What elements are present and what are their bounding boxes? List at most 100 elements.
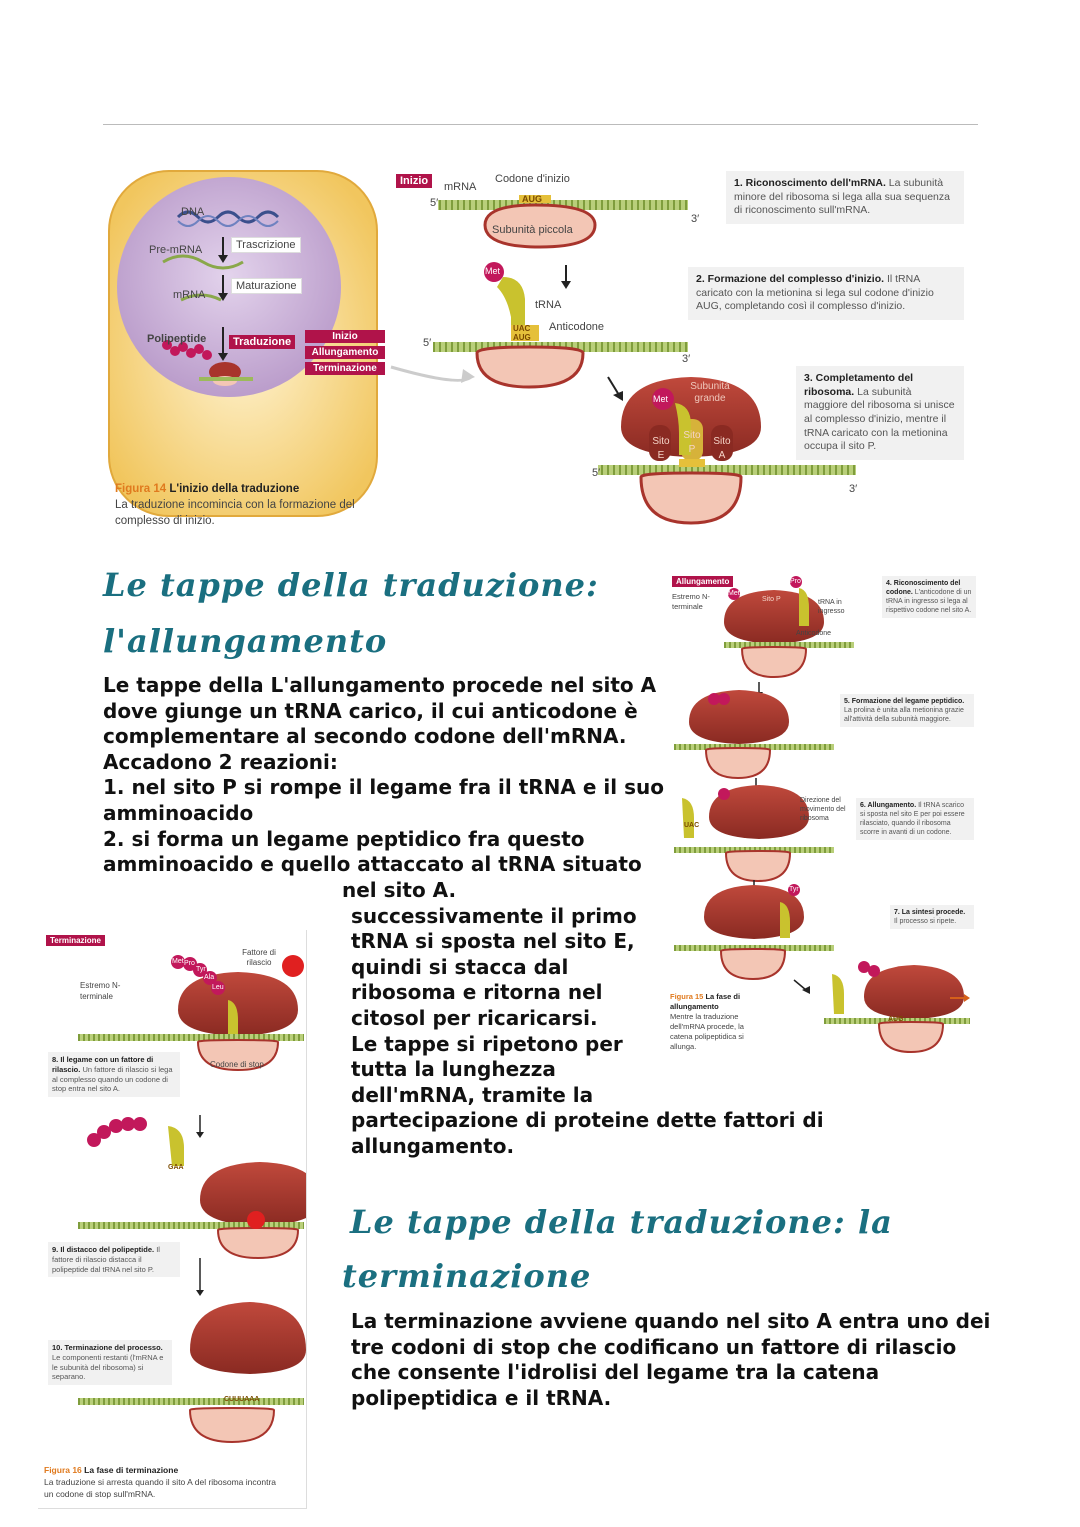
figure-16-caption: Figura 16 La fase di terminazione La tra… (44, 1464, 284, 1500)
note-3-text: La subunità maggiore del ribosoma si uni… (804, 385, 955, 453)
note-9: 9. Il distacco del polipeptide. Il fatto… (48, 1242, 180, 1278)
sito-p-label-15: Sito P (762, 596, 781, 603)
top-rule (103, 124, 978, 125)
ala-label-16: Ala (204, 974, 215, 981)
body-line: successivamente il primo (351, 903, 637, 928)
note-6: 6. Allungamento. Il tRNA scarico si spos… (856, 798, 974, 841)
note-10: 10. Terminazione del processo. Le compon… (48, 1340, 172, 1385)
met-label-1: Met (485, 266, 501, 276)
figure-16-number: Figura 16 (44, 1465, 82, 1475)
trna-label: tRNA (535, 299, 562, 311)
polypeptide-label: Polipeptide (147, 333, 207, 345)
figure-15: Allungamento Estremo N-terminale Met Pro… (664, 572, 976, 1062)
subunita-grande-label: Subunità grande (690, 381, 730, 404)
body-line: complementare al secondo codone dell'mRN… (103, 724, 627, 749)
figure-14-number: Figura 14 (115, 483, 167, 495)
estremo-label-16: Estremo N-terminale (80, 981, 121, 1001)
maturazione-label: Maturazione (231, 278, 302, 294)
body-line: dove giunge un tRNA carico, il cui antic… (103, 698, 638, 723)
three-prime-3: 3′ (849, 483, 858, 495)
tyr-label-16: Tyr (196, 966, 206, 973)
note-4-text: L'anticodone di un tRNA in ingresso si l… (886, 589, 972, 615)
note-2-title: 2. Formazione del complesso d'inizio. (696, 273, 885, 285)
met-label-2: Met (653, 394, 669, 404)
note-10-text: Le componenti restanti (l'mRNA e le subu… (52, 1352, 164, 1382)
pro-label-16: Pro (184, 960, 195, 967)
mrna-top-label: mRNA (444, 181, 477, 193)
body-line: polipeptidica e il tRNA. (351, 1385, 612, 1410)
tyr-label-15: Tyr (789, 886, 799, 893)
section-1-body-indented: nel sito A. successivamente il primo tRN… (342, 878, 842, 1160)
note-3: 3. Completamento del ribosoma. La subuni… (796, 366, 964, 460)
note-4-title: 4. Riconoscimento del codone. (886, 580, 961, 597)
aug-codon-2: AUG (513, 333, 531, 342)
note-5-text: La prolina è unita alla metionina grazie… (844, 707, 964, 724)
body-line: tre codoni di stop che codificano un fat… (351, 1334, 957, 1359)
section-1-body: Le tappe della L'allungamento procede ne… (103, 673, 664, 878)
uac-label-15: UAC (684, 822, 700, 829)
note-7-text: Il processo si ripete. (894, 918, 957, 926)
premrna-label: Pre-mRNA (149, 244, 203, 256)
body-line: dell'mRNA, tramite la (351, 1082, 594, 1107)
stop-seq-label: CUUUAAA (224, 1396, 260, 1403)
note-6-text: Il tRNA scarico si sposta nel sito E per… (860, 802, 965, 837)
body-line: nel sito A. (342, 878, 457, 902)
figure-16-illustration (78, 955, 306, 1444)
note-10-title: 10. Terminazione del processo. (52, 1343, 163, 1352)
five-prime-3: 5′ (592, 467, 601, 479)
body-line: partecipazione di proteine dette fattori… (351, 1108, 824, 1133)
body-line: ribosoma e ritorna nel (351, 980, 603, 1005)
section-2-body: La terminazione avviene quando nel sito … (351, 1309, 991, 1411)
note-5: 5. Formazione del legame peptidico. La p… (840, 694, 974, 728)
phase-allungamento: Allungamento (305, 346, 385, 359)
note-6-title: 6. Allungamento. (860, 802, 917, 809)
sito-p-label: Sito P (683, 430, 701, 455)
subunita-piccola-label: Subunità piccola (492, 224, 573, 236)
note-2-text: Il tRNA caricato con la metionina si leg… (696, 273, 934, 313)
body-line: quindi si stacca dal (351, 954, 569, 979)
section-1-title-line-2: l'allungamento (103, 622, 388, 660)
figure-15-number: Figura 15 (670, 992, 704, 1001)
phase-inizio: Inizio (305, 330, 385, 343)
inizio-tag: Inizio (396, 174, 433, 188)
codone-inizio-label: Codone d'inizio (495, 173, 570, 185)
figure-14: DNA Pre-mRNA mRNA Polipeptide Trascrizio… (103, 167, 964, 540)
figure-15-caption: Figura 15 La fase di allungamento Mentre… (670, 992, 756, 1052)
aug-label-15: AUG (888, 1016, 904, 1023)
note-8: 8. Il legame con un fattore di rilascio.… (48, 1052, 180, 1097)
three-prime-2: 3′ (682, 353, 691, 365)
anticodone-label: Anticodone (549, 321, 605, 333)
allungamento-tag: Allungamento (672, 576, 734, 587)
figure-16-text: La traduzione si arresta quando il sito … (44, 1477, 276, 1499)
estremo-label-15: Estremo N-terminale (672, 592, 710, 611)
dna-label: DNA (181, 206, 205, 218)
body-line: amminoacido e quello attaccato al tRNA s… (103, 852, 642, 877)
figure-15-title: La fase di allungamento (670, 992, 741, 1011)
uac-anticodon: UAC (513, 324, 531, 333)
body-line: Le tappe si ripetono per (351, 1031, 623, 1056)
note-8-title: 8. Il legame con un fattore di rilascio. (52, 1055, 154, 1074)
traduzione-tag: Traduzione (229, 335, 296, 349)
figure-15-text: Mentre la traduzione dell'mRNA procede, … (670, 1012, 744, 1051)
section-1-title-line-1: Le tappe della traduzione: (103, 566, 599, 604)
note-9-text: Il fattore di rilascio distacca il polip… (52, 1245, 160, 1274)
figure-14-text: La traduzione incomincia con la formazio… (115, 499, 355, 527)
gaa-label: GAA (168, 1164, 184, 1171)
body-line: amminoacido (103, 800, 254, 825)
fattore-label: Fattore di rilascio (242, 948, 276, 967)
five-prime-1: 5′ (430, 197, 439, 209)
note-2: 2. Formazione del complesso d'inizio. Il… (688, 267, 964, 320)
figure-16: Terminazione Estremo N-terminale Fattore… (38, 930, 307, 1509)
body-line: Accadono 2 reazioni: (103, 749, 338, 774)
body-line: 1. nel sito P si rompe il legame fra il … (103, 775, 664, 800)
mrna-label: mRNA (173, 289, 206, 301)
trascrizione-label: Trascrizione (231, 237, 301, 253)
five-prime-2: 5′ (423, 337, 432, 349)
note-4: 4. Riconoscimento del codone. L'anticodo… (882, 576, 976, 619)
note-3-title: 3. Completamento del ribosoma. (804, 372, 914, 398)
figure-14-title: L'inizio della traduzione (169, 483, 300, 495)
codone-stop-label: Codone di stop (210, 1060, 264, 1069)
body-line: Le tappe della L'allungamento procede ne… (103, 673, 657, 697)
met-label-15: Met (728, 590, 740, 597)
leu-label-16: Leu (212, 984, 224, 991)
